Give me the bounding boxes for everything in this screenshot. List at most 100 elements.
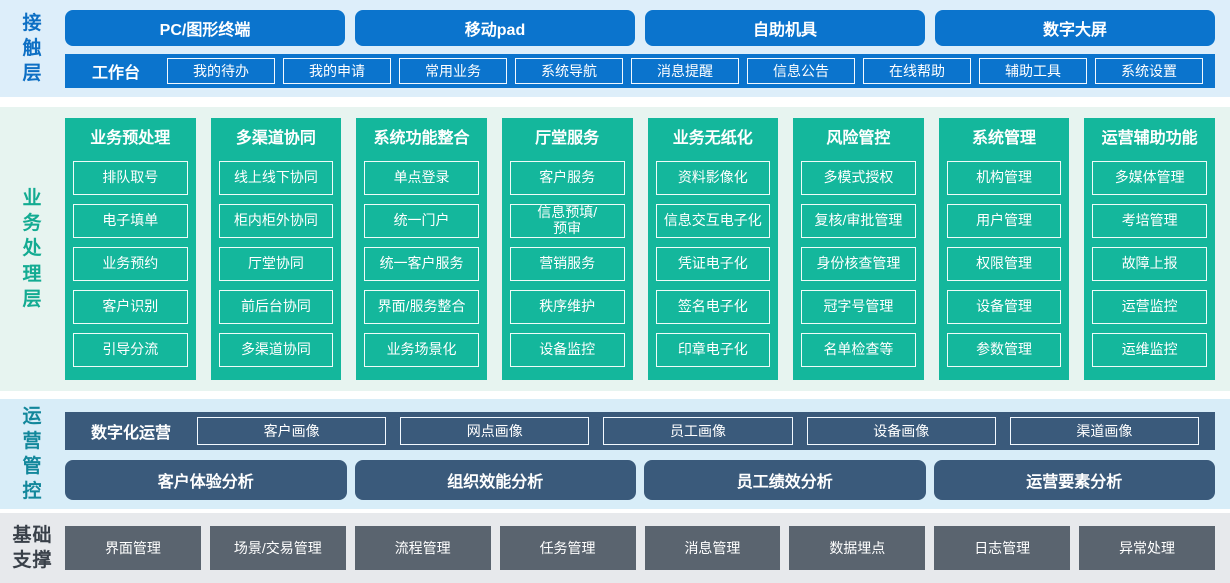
business-column-ops-auxiliary: 运营辅助功能 多媒体管理 考培管理 故障上报 运营监控 运维监控 bbox=[1084, 118, 1215, 380]
portrait-items: 客户画像 网点画像 员工画像 设备画像 渠道画像 bbox=[197, 417, 1200, 445]
analysis-node-org-efficiency: 组织效能分析 bbox=[354, 460, 636, 500]
diagram-node: 信息交互电子化 bbox=[655, 204, 771, 238]
column-title: 厅堂服务 bbox=[535, 130, 600, 147]
diagram-node: 客户服务 bbox=[509, 161, 625, 195]
diagram-node: 电子填单 bbox=[73, 204, 188, 238]
diagram-node: 客户识别 bbox=[73, 290, 188, 324]
foundation-node-process-mgmt: 流程管理 bbox=[354, 526, 491, 570]
portrait-node-employee: 员工画像 bbox=[603, 417, 793, 445]
diagram-node: 业务场景化 bbox=[364, 333, 479, 367]
diagram-node: 印章电子化 bbox=[655, 333, 771, 367]
workbench-node-todo: 我的待办 bbox=[167, 58, 275, 84]
diagram-node: 界面/服务整合 bbox=[364, 290, 479, 324]
diagram-node: 设备监控 bbox=[509, 333, 625, 367]
portrait-node-branch: 网点画像 bbox=[400, 417, 590, 445]
foundation-layer-rail: 基础 支撑 bbox=[0, 513, 65, 583]
diagram-node: 业务预约 bbox=[73, 247, 188, 281]
business-layer-label: 业 务 处 理 层 bbox=[22, 188, 43, 310]
workbench-node-system-nav: 系统导航 bbox=[515, 58, 623, 84]
business-column-preprocessing: 业务预处理 排队取号 电子填单 业务预约 客户识别 引导分流 bbox=[65, 118, 196, 380]
foundation-node-exception-handling: 异常处理 bbox=[1079, 526, 1215, 570]
business-column-paperless: 业务无纸化 资料影像化 信息交互电子化 凭证电子化 签名电子化 印章电子化 bbox=[647, 118, 779, 380]
operations-layer-section: 运 营 管 控 数字化运营 客户画像 网点画像 员工画像 设备画像 渠道画像 客… bbox=[0, 399, 1230, 509]
digital-ops-label: 数字化运营 bbox=[90, 425, 171, 442]
contact-layer-rail: 接 触 层 bbox=[0, 0, 65, 97]
operations-layer-label: 运 营 管 控 bbox=[22, 405, 43, 503]
diagram-node: 单点登录 bbox=[364, 161, 479, 195]
workbench-label: 工作台 bbox=[91, 65, 140, 82]
column-title: 多渠道协同 bbox=[235, 130, 316, 147]
column-title: 运营辅助功能 bbox=[1101, 130, 1198, 147]
foundation-node-interface-mgmt: 界面管理 bbox=[65, 526, 201, 570]
business-column-system-integration: 系统功能整合 单点登录 统一门户 统一客户服务 界面/服务整合 业务场景化 bbox=[356, 118, 487, 380]
diagram-node: 参数管理 bbox=[946, 333, 1062, 367]
terminal-row: PC/图形终端 移动pad 自助机具 数字大屏 bbox=[65, 10, 1215, 46]
operations-layer-rail: 运 营 管 控 bbox=[0, 399, 65, 509]
diagram-node: 冠字号管理 bbox=[801, 290, 916, 324]
column-title: 风险管控 bbox=[826, 130, 891, 147]
analysis-row: 客户体验分析 组织效能分析 员工绩效分析 运营要素分析 bbox=[65, 460, 1215, 500]
contact-layer-label: 接 触 层 bbox=[22, 12, 43, 85]
business-columns-grid: 业务预处理 排队取号 电子填单 业务预约 客户识别 引导分流 多渠道协同 线上线… bbox=[65, 118, 1215, 380]
foundation-layer-label: 基础 支撑 bbox=[12, 524, 53, 571]
workbench-items: 我的待办 我的申请 常用业务 系统导航 消息提醒 信息公告 在线帮助 辅助工具 … bbox=[167, 58, 1203, 84]
diagram-node: 柜内柜外协同 bbox=[218, 204, 334, 238]
analysis-node-ops-elements: 运营要素分析 bbox=[933, 460, 1215, 500]
diagram-node: 设备管理 bbox=[946, 290, 1062, 324]
business-column-system-management: 系统管理 机构管理 用户管理 权限管理 设备管理 参数管理 bbox=[938, 118, 1070, 380]
diagram-node: 厅堂协同 bbox=[218, 247, 334, 281]
analysis-node-employee-performance: 员工绩效分析 bbox=[644, 460, 926, 500]
diagram-node: 签名电子化 bbox=[655, 290, 771, 324]
column-title: 系统管理 bbox=[972, 130, 1037, 147]
diagram-node: 凭证电子化 bbox=[655, 247, 771, 281]
diagram-node: 前后台协同 bbox=[218, 290, 334, 324]
diagram-node: 多媒体管理 bbox=[1092, 161, 1207, 195]
diagram-node: 线上线下协同 bbox=[218, 161, 334, 195]
foundation-grid: 界面管理 场景/交易管理 流程管理 任务管理 消息管理 数据埋点 日志管理 异常… bbox=[65, 526, 1215, 570]
foundation-node-message-mgmt: 消息管理 bbox=[644, 526, 781, 570]
diagram-node: 名单检查等 bbox=[801, 333, 916, 367]
workbench-node-applications: 我的申请 bbox=[283, 58, 391, 84]
diagram-node: 考培管理 bbox=[1092, 204, 1207, 238]
workbench-node-info-bulletin: 信息公告 bbox=[747, 58, 855, 84]
foundation-node-task-mgmt: 任务管理 bbox=[499, 526, 636, 570]
diagram-node: 信息预填/ 预审 bbox=[509, 204, 625, 238]
portrait-node-channel: 渠道画像 bbox=[1009, 417, 1200, 445]
diagram-node: 复核/审批管理 bbox=[801, 204, 916, 238]
diagram-node: 资料影像化 bbox=[655, 161, 771, 195]
workbench-node-common-business: 常用业务 bbox=[399, 58, 507, 84]
diagram-node: 统一客户服务 bbox=[364, 247, 479, 281]
diagram-node: 运营监控 bbox=[1092, 290, 1207, 324]
diagram-node: 多模式授权 bbox=[801, 161, 916, 195]
diagram-node: 统一门户 bbox=[364, 204, 479, 238]
contact-layer-section: 接 触 层 PC/图形终端 移动pad 自助机具 数字大屏 工作台 我的待办 我… bbox=[0, 0, 1230, 97]
workbench-bar: 工作台 我的待办 我的申请 常用业务 系统导航 消息提醒 信息公告 在线帮助 辅… bbox=[65, 54, 1215, 88]
workbench-node-aux-tools: 辅助工具 bbox=[979, 58, 1087, 84]
digital-ops-bar: 数字化运营 客户画像 网点画像 员工画像 设备画像 渠道画像 bbox=[65, 412, 1215, 450]
terminal-node-bigscreen: 数字大屏 bbox=[935, 10, 1215, 46]
business-column-risk-control: 风险管控 多模式授权 复核/审批管理 身份核查管理 冠字号管理 名单检查等 bbox=[793, 118, 924, 380]
workbench-node-online-help: 在线帮助 bbox=[863, 58, 971, 84]
business-column-lobby-service: 厅堂服务 客户服务 信息预填/ 预审 营销服务 秩序维护 设备监控 bbox=[501, 118, 633, 380]
terminal-node-selfservice: 自助机具 bbox=[645, 10, 925, 46]
foundation-node-data-tracking: 数据埋点 bbox=[789, 526, 926, 570]
diagram-node: 权限管理 bbox=[946, 247, 1062, 281]
column-title: 业务无纸化 bbox=[672, 130, 753, 147]
business-layer-section: 业 务 处 理 层 业务预处理 排队取号 电子填单 业务预约 客户识别 引导分流… bbox=[0, 107, 1230, 391]
diagram-node: 运维监控 bbox=[1092, 333, 1207, 367]
foundation-layer-section: 基础 支撑 界面管理 场景/交易管理 流程管理 任务管理 消息管理 数据埋点 日… bbox=[0, 513, 1230, 583]
diagram-node: 用户管理 bbox=[946, 204, 1062, 238]
diagram-node: 机构管理 bbox=[946, 161, 1062, 195]
diagram-node: 排队取号 bbox=[73, 161, 188, 195]
column-title: 业务预处理 bbox=[90, 130, 171, 147]
business-column-multichannel: 多渠道协同 线上线下协同 柜内柜外协同 厅堂协同 前后台协同 多渠道协同 bbox=[210, 118, 342, 380]
diagram-node: 多渠道协同 bbox=[218, 333, 334, 367]
diagram-node: 秩序维护 bbox=[509, 290, 625, 324]
foundation-node-log-mgmt: 日志管理 bbox=[934, 526, 1071, 570]
terminal-node-pad: 移动pad bbox=[355, 10, 635, 46]
diagram-node: 营销服务 bbox=[509, 247, 625, 281]
workbench-node-system-settings: 系统设置 bbox=[1095, 58, 1203, 84]
workbench-node-message-alert: 消息提醒 bbox=[631, 58, 739, 84]
terminal-node-pc: PC/图形终端 bbox=[65, 10, 345, 46]
portrait-node-device: 设备画像 bbox=[806, 417, 996, 445]
